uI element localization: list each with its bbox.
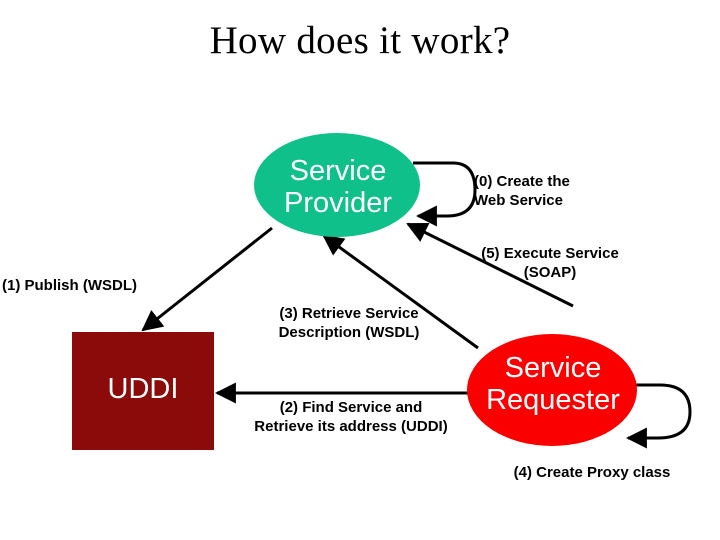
node-service-requester[interactable] (467, 334, 637, 446)
annotation-step-3: (3) Retrieve Service Description (WSDL) (278, 305, 420, 341)
annotation-step-2: (2) Find Service and Retrieve its addres… (254, 399, 448, 435)
retrieve-description-path (322, 234, 479, 350)
connector-self-loop-requester (620, 383, 692, 449)
annotation-step-4: (4) Create Proxy class (513, 464, 671, 481)
page-title: How does it work? (209, 19, 511, 62)
connector-publish-wsdl (141, 226, 273, 332)
connector-retrieve-description (322, 234, 479, 350)
self-loop-requester-path (620, 383, 692, 449)
publish-wsdl-path (141, 226, 273, 332)
annotation-step-1: (1) Publish (WSDL) (2, 277, 137, 294)
annotation-step-0: (0) Create the Web Service (474, 173, 570, 209)
execute-service-path (406, 222, 574, 308)
connector-self-loop-provider (413, 161, 477, 227)
self-loop-provider-path (413, 161, 477, 227)
node-uddi[interactable] (72, 332, 214, 450)
connector-execute-service (406, 222, 574, 308)
node-service-provider[interactable] (254, 133, 420, 237)
annotation-step-5: (5) Execute Service (SOAP) (481, 245, 619, 281)
